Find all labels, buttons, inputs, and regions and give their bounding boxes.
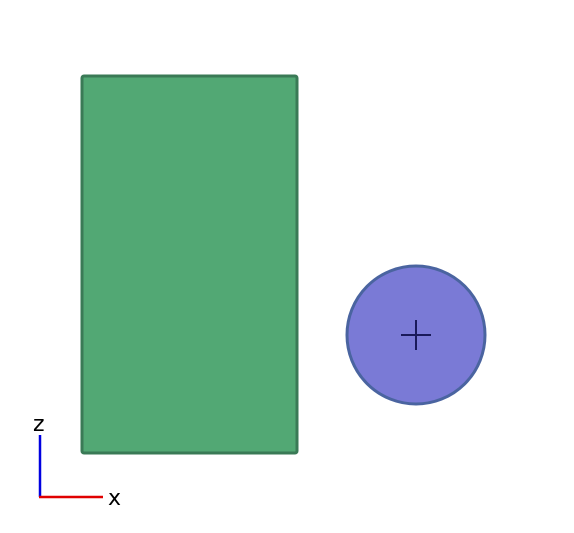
z-axis-label: z — [33, 412, 45, 437]
plus-icon — [401, 320, 431, 350]
blue-circle-group — [345, 264, 487, 406]
green-rectangle — [80, 74, 299, 455]
axis-indicator: z x — [33, 412, 121, 511]
x-axis-label: x — [108, 486, 121, 511]
